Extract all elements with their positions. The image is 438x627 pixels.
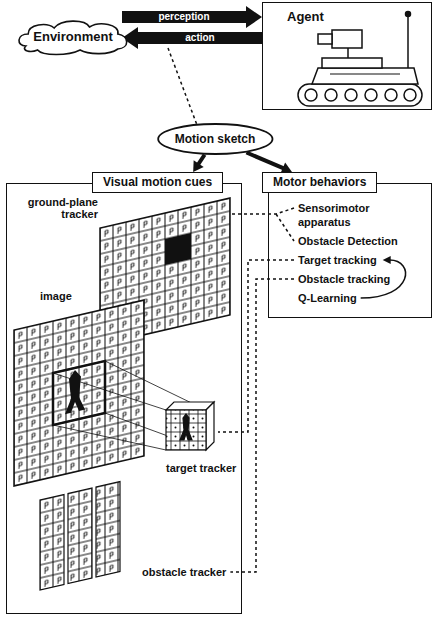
- image-grid: [14, 300, 144, 486]
- node-text: Environment: [33, 29, 112, 44]
- leader-line: [276, 214, 294, 241]
- agent-box: Agent: [262, 2, 432, 110]
- frame-border: [6, 183, 242, 615]
- arrowhead: [193, 160, 204, 172]
- group-frame: Visual motion cues: [6, 172, 242, 614]
- node-text: Motion sketch: [175, 132, 256, 147]
- behavior-item: Obstacle Detection: [298, 234, 398, 248]
- behavior-item: Sensorimotor apparatus: [298, 201, 420, 229]
- group-frame: Motor behaviorsSensorimotor apparatusObs…: [262, 172, 432, 318]
- behavior-item: Q-Learning: [298, 291, 357, 305]
- cue-label: obstacle tracker: [142, 566, 226, 578]
- robot-illustration: [298, 12, 422, 107]
- connector: [198, 155, 204, 165]
- cloud-node: Environment: [14, 16, 132, 56]
- cloud-shape: [19, 21, 127, 54]
- dotted-link: [168, 48, 197, 125]
- item-list: Sensorimotor apparatusObstacle Detection…: [298, 201, 420, 310]
- arrow-label: action: [183, 32, 216, 44]
- connector: [246, 152, 283, 168]
- arrow-label: perception: [156, 11, 211, 23]
- group-heading: Motor behaviors: [262, 172, 377, 193]
- obstacle-tracker-columns: [40, 482, 120, 590]
- behavior-item: Target tracking: [298, 253, 377, 267]
- cue-label: target tracker: [166, 462, 236, 474]
- behavior-item: Obstacle tracking: [298, 272, 390, 286]
- thick-arrow: [122, 6, 262, 28]
- cue-label: image: [40, 290, 72, 302]
- target-tracker-cube: [166, 402, 214, 450]
- group-heading: Visual motion cues: [92, 172, 223, 193]
- thick-arrow: [122, 27, 262, 49]
- node-heading: Agent: [287, 9, 324, 24]
- leader-line: [230, 279, 294, 572]
- ellipse-node: Motion sketch: [157, 123, 274, 155]
- cue-label: ground-plane tracker: [14, 196, 98, 220]
- arrowhead: [383, 256, 391, 264]
- ellipse-shape: [158, 124, 272, 154]
